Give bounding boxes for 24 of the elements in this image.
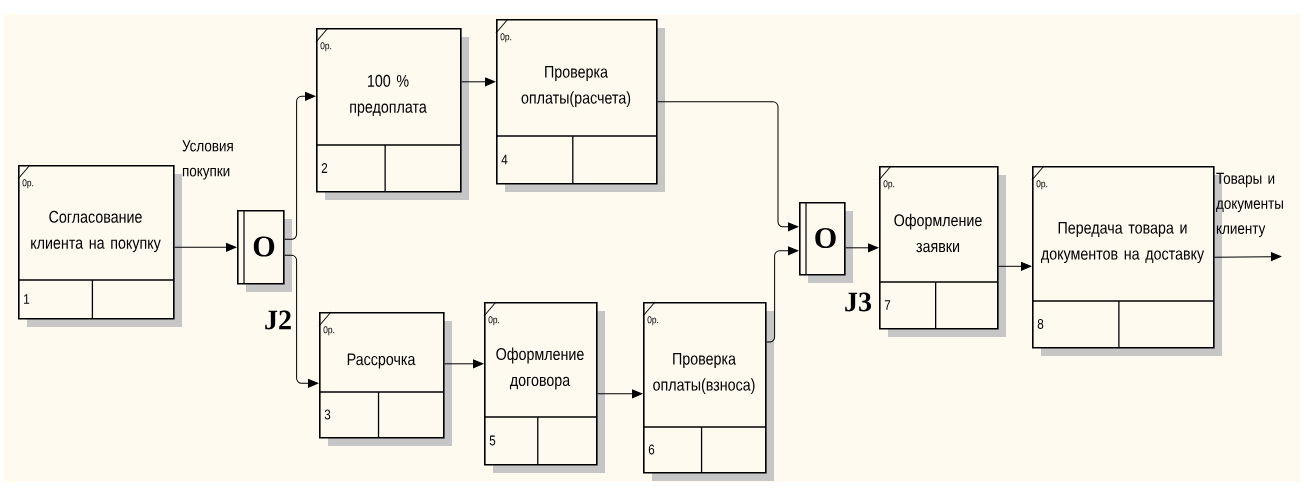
node-label: J2: [265, 310, 291, 330]
arrow: [1214, 252, 1282, 261]
arrow: [174, 242, 237, 252]
edge-label: Условия покупки: [182, 140, 233, 180]
arrow: [845, 243, 879, 253]
process-box: 0р. Проверка оплаты(взноса) 6: [642, 301, 774, 481]
junction-box: O J3: [799, 201, 872, 312]
process-box: 0р. Согласование клиента на покупку 1: [17, 164, 182, 327]
process-box: 0р. Рассрочка 3: [318, 311, 452, 446]
process-box: 0р. Проверка оплаты(расчета) 4: [495, 18, 665, 192]
process-box: 0р. Оформление договора 5: [483, 301, 605, 473]
process-box: 0р. Оформление заявки 7: [878, 165, 1006, 337]
arrow: [597, 389, 643, 399]
arrow: [444, 359, 484, 369]
arrow: [657, 101, 799, 232]
arrow: [998, 261, 1032, 271]
arrow: [284, 91, 316, 240]
node-label: J3: [845, 292, 872, 312]
arrow: [766, 246, 799, 343]
process-box: 0р. 100 % предоплата 2: [315, 27, 469, 200]
edge-label: Товары и документы клиенту: [1216, 172, 1283, 238]
junction-box: O J2: [237, 209, 292, 330]
arrow: [284, 254, 319, 388]
arrow: [461, 77, 496, 87]
